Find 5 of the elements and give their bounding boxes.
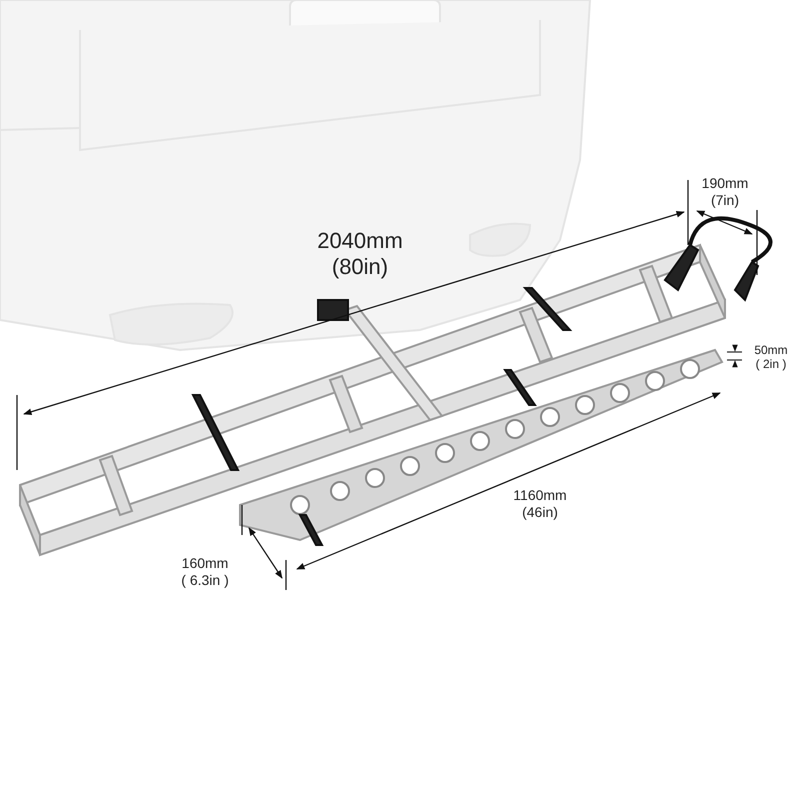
dimension-label: 1160mm (46in) — [512, 487, 568, 521]
dimension-label: 160mm ( 6.3in ) — [180, 555, 230, 589]
dimension-label: 50mm ( 2in ) — [753, 343, 789, 372]
dimension-label: 190mm (7in) — [700, 175, 750, 209]
dimension-label: 2040mm (80in) — [316, 228, 404, 281]
